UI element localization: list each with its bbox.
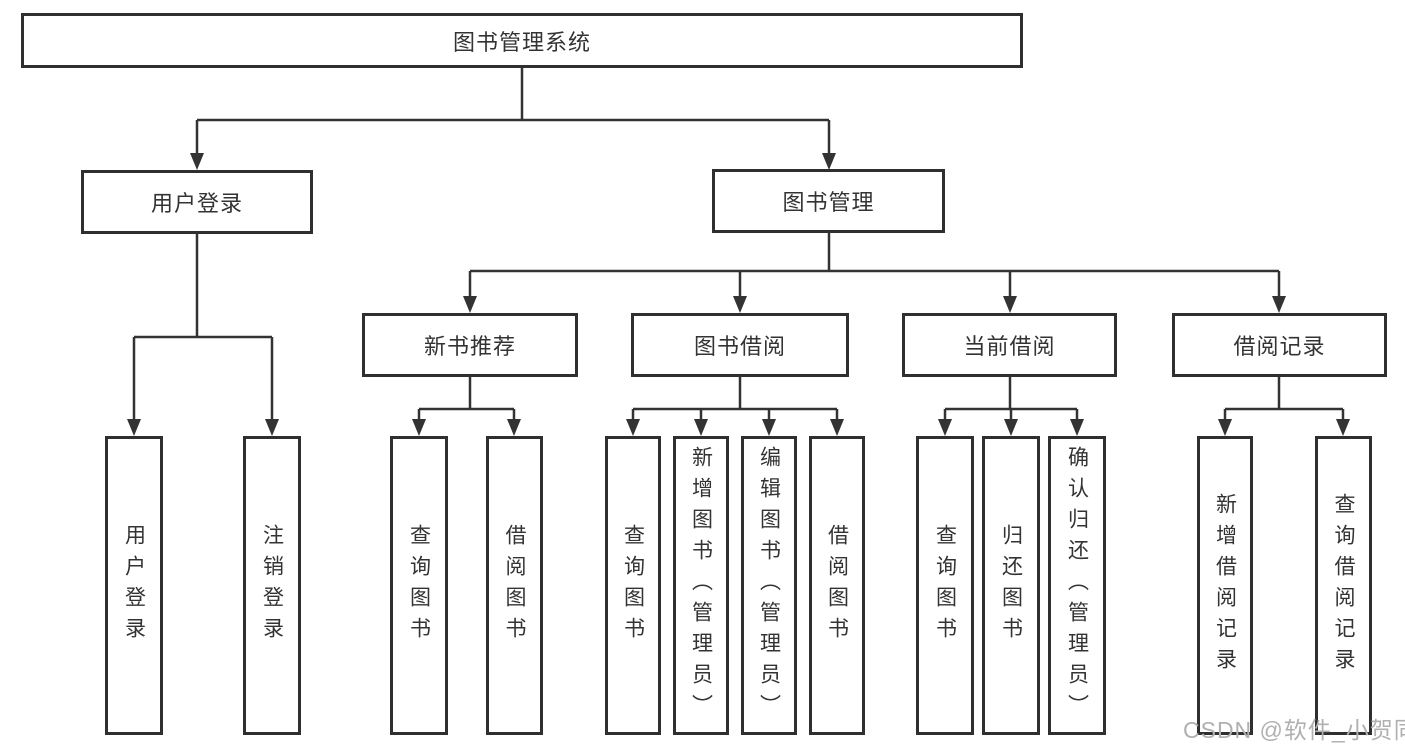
- node-borrowing-records: 借阅记录: [1172, 313, 1387, 377]
- node-leaf-borrow-books-1: 借阅图书: [486, 436, 543, 735]
- node-current-borrowing: 当前借阅: [902, 313, 1117, 377]
- leaf-label: 新增借阅记录: [1213, 492, 1237, 679]
- leaf-label: 查询图书: [621, 523, 645, 648]
- node-library-management-system: 图书管理系统: [21, 13, 1023, 68]
- leaf-label: 查询图书: [407, 523, 431, 648]
- node-leaf-logout: 注销登录: [243, 436, 301, 735]
- node-leaf-query-borrow-record: 查询借阅记录: [1315, 436, 1372, 735]
- csdn-watermark: CSDN @软件_小贺同学: [1183, 717, 1405, 743]
- leaf-label: 确认归还（管理员）: [1065, 446, 1089, 725]
- node-leaf-query-books-3: 查询图书: [916, 436, 974, 735]
- leaf-label: 新增图书（管理员）: [689, 446, 713, 725]
- node-leaf-query-books-1: 查询图书: [390, 436, 448, 735]
- node-leaf-query-books-2: 查询图书: [605, 436, 661, 735]
- node-leaf-add-borrow-record: 新增借阅记录: [1197, 436, 1253, 735]
- leaf-label: 用户登录: [122, 523, 146, 648]
- leaf-label: 借阅图书: [503, 523, 526, 648]
- node-new-book-recommendation: 新书推荐: [362, 313, 578, 377]
- leaf-label: 查询图书: [933, 523, 957, 648]
- node-leaf-edit-books-admin: 编辑图书（管理员）: [741, 436, 797, 735]
- node-book-borrowing: 图书借阅: [631, 313, 849, 377]
- leaf-label: 编辑图书（管理员）: [757, 446, 781, 725]
- node-leaf-add-books-admin: 新增图书（管理员）: [673, 436, 729, 735]
- node-leaf-user-login: 用户登录: [105, 436, 163, 735]
- leaf-label: 查询借阅记录: [1332, 492, 1355, 679]
- node-leaf-confirm-return-admin: 确认归还（管理员）: [1048, 436, 1106, 735]
- node-user-login: 用户登录: [81, 170, 313, 234]
- leaf-label: 归还图书: [999, 523, 1023, 648]
- node-leaf-borrow-books-2: 借阅图书: [809, 436, 865, 735]
- leaf-label: 借阅图书: [825, 523, 849, 648]
- leaf-label: 注销登录: [260, 523, 284, 648]
- node-book-management: 图书管理: [712, 169, 945, 233]
- node-leaf-return-books: 归还图书: [982, 436, 1040, 735]
